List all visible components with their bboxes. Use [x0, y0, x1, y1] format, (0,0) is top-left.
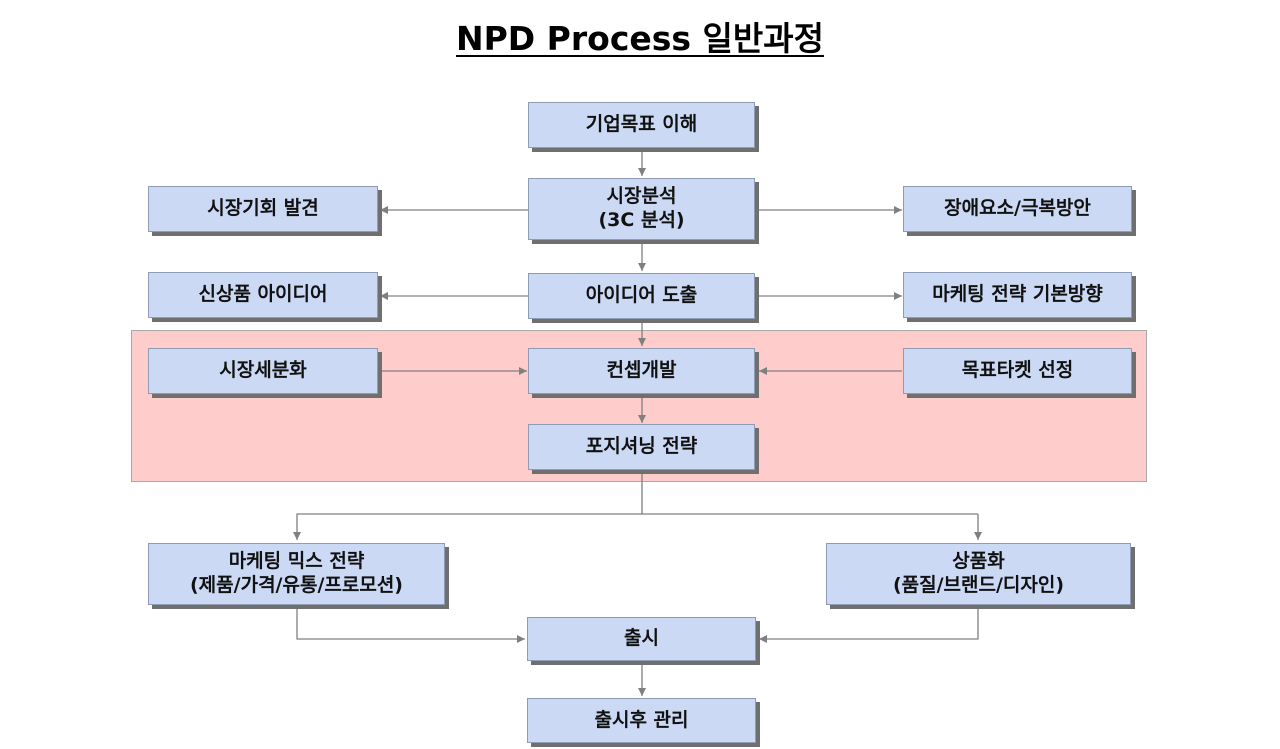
box-label: 신상품 아이디어 — [198, 283, 328, 306]
box-label: 출시 — [624, 627, 659, 650]
box-sublabel: (3C 분석) — [598, 209, 685, 231]
box-marketing-mix: 마케팅 믹스 전략 (제품/가격/유통/프로모션) — [148, 543, 445, 605]
box-label: 상품화 — [952, 550, 1005, 573]
box-label: 아이디어 도출 — [585, 284, 698, 307]
box-market-opportunity: 시장기회 발견 — [148, 186, 378, 232]
box-label: 마케팅 믹스 전략 — [228, 550, 365, 573]
box-label: 시장세분화 — [219, 359, 307, 382]
diagram-title-text: NPD Process 일반과정 — [456, 19, 824, 58]
arrow-branch-to-mix — [293, 513, 978, 540]
arrow-mix-to-launch — [296, 607, 525, 643]
box-obstacles: 장애요소/극복방안 — [903, 186, 1132, 232]
box-label: 시장기회 발견 — [207, 197, 319, 220]
box-corporate-goal: 기업목표 이해 — [528, 102, 755, 148]
box-idea-generation: 아이디어 도출 — [528, 273, 755, 319]
box-sublabel: (품질/브랜드/디자인) — [892, 574, 1065, 596]
box-new-product-ideas: 신상품 아이디어 — [148, 272, 378, 318]
box-label: 장애요소/극복방안 — [944, 197, 1091, 220]
box-target-selection: 목표타켓 선정 — [903, 348, 1132, 394]
box-positioning-strategy: 포지셔닝 전략 — [528, 424, 755, 470]
box-label: 기업목표 이해 — [585, 113, 698, 136]
box-label: 포지셔닝 전략 — [585, 435, 698, 458]
box-sublabel: (제품/가격/유통/프로모션) — [190, 574, 403, 596]
box-launch: 출시 — [527, 617, 756, 661]
box-label: 목표타켓 선정 — [961, 359, 1074, 382]
box-post-launch-management: 출시후 관리 — [527, 698, 756, 743]
box-commercialization: 상품화 (품질/브랜드/디자인) — [826, 543, 1131, 605]
arrow-commercialization-to-launch — [759, 607, 979, 643]
box-market-analysis: 시장분석 (3C 분석) — [528, 178, 755, 240]
box-label: 컨셉개발 — [606, 359, 677, 382]
box-label: 마케팅 전략 기본방향 — [932, 283, 1103, 306]
box-label: 시장분석 — [606, 185, 677, 208]
diagram-title: NPD Process 일반과정 — [0, 12, 1280, 60]
box-segmentation: 시장세분화 — [148, 348, 378, 394]
box-marketing-strategy-direction: 마케팅 전략 기본방향 — [903, 272, 1132, 318]
box-concept-development: 컨셉개발 — [528, 348, 755, 394]
box-label: 출시후 관리 — [594, 708, 689, 731]
